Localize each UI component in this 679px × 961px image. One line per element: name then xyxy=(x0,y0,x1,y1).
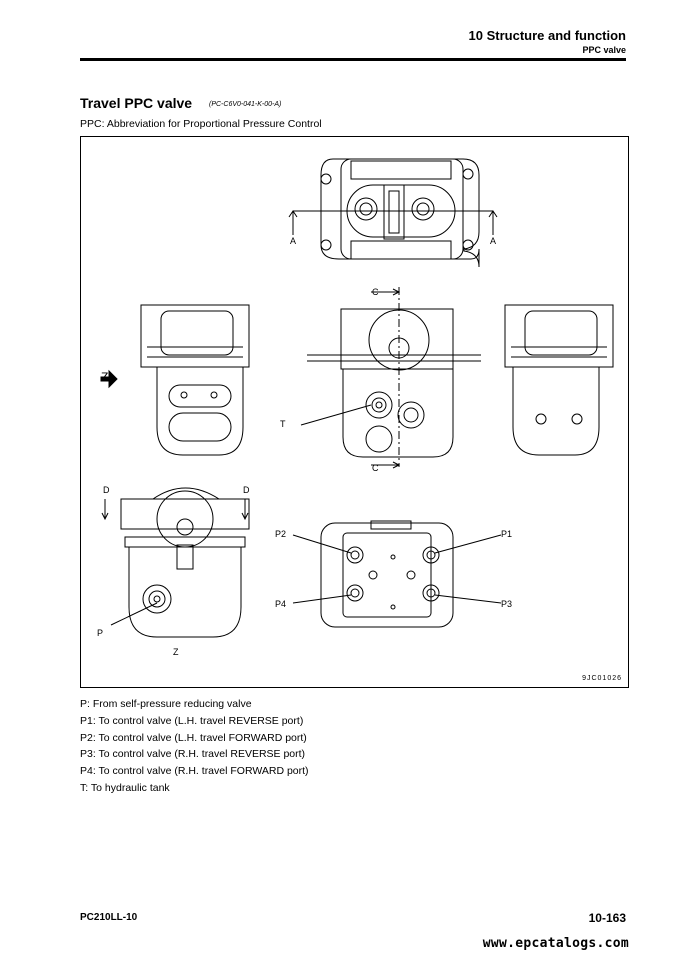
bottom-left-view xyxy=(101,487,250,638)
valve-drawing: A A Z xyxy=(97,158,614,657)
footer-model: PC210LL-10 xyxy=(80,912,138,923)
port-view xyxy=(292,520,502,628)
header-rule xyxy=(80,58,626,61)
right-side-view xyxy=(504,304,614,456)
port-legend: P: From self-pressure reducing valve P1:… xyxy=(80,696,309,797)
port-p-label: P xyxy=(97,628,103,638)
legend-item-p: P: From self-pressure reducing valve xyxy=(80,698,252,710)
section-d-right-label: D xyxy=(243,485,250,495)
port-p4-label: P4 xyxy=(275,599,286,609)
section-title: Travel PPC valve xyxy=(80,95,193,111)
chapter-title: 10 Structure and function xyxy=(468,28,626,43)
left-side-view xyxy=(100,304,250,456)
port-p3-label: P3 xyxy=(501,599,512,609)
legend-item-p4: P4: To control valve (R.H. travel FORWAR… xyxy=(80,765,309,778)
watermark-link[interactable]: www.epcatalogs.com xyxy=(482,936,629,951)
footer-page-number: 10-163 xyxy=(588,911,626,925)
legend-item-p1: P1: To control valve (L.H. travel REVERS… xyxy=(80,714,304,727)
legend-item-p3: P3: To control valve (R.H. travel REVERS… xyxy=(80,748,306,761)
section-a-right-label: A xyxy=(490,236,496,246)
ppc-valve-figure: A A Z xyxy=(80,136,629,688)
section-d-left-label: D xyxy=(103,485,110,495)
port-p2-label: P2 xyxy=(275,529,286,539)
section-header: PPC valve xyxy=(582,45,626,55)
section-a-left-label: A xyxy=(290,236,296,246)
section-c-bottom-label: C xyxy=(372,463,379,473)
section-c-top-label: C xyxy=(372,287,379,297)
section-code: (PC-C6V0-041-K-00-A) xyxy=(209,101,282,108)
center-side-view xyxy=(300,287,481,469)
port-p1-label: P1 xyxy=(501,529,512,539)
port-t-label: T xyxy=(280,419,286,429)
figure-code: 9JC01026 xyxy=(582,675,622,682)
top-view xyxy=(288,158,498,268)
legend-item-p2: P2: To control valve (L.H. travel FORWAR… xyxy=(80,731,307,744)
legend-item-t: T: To hydraulic tank xyxy=(80,781,170,794)
view-z-caption: Z xyxy=(173,647,179,657)
section-note: PPC: Abbreviation for Proportional Press… xyxy=(80,118,322,130)
view-z-arrow-label: Z xyxy=(101,370,108,384)
